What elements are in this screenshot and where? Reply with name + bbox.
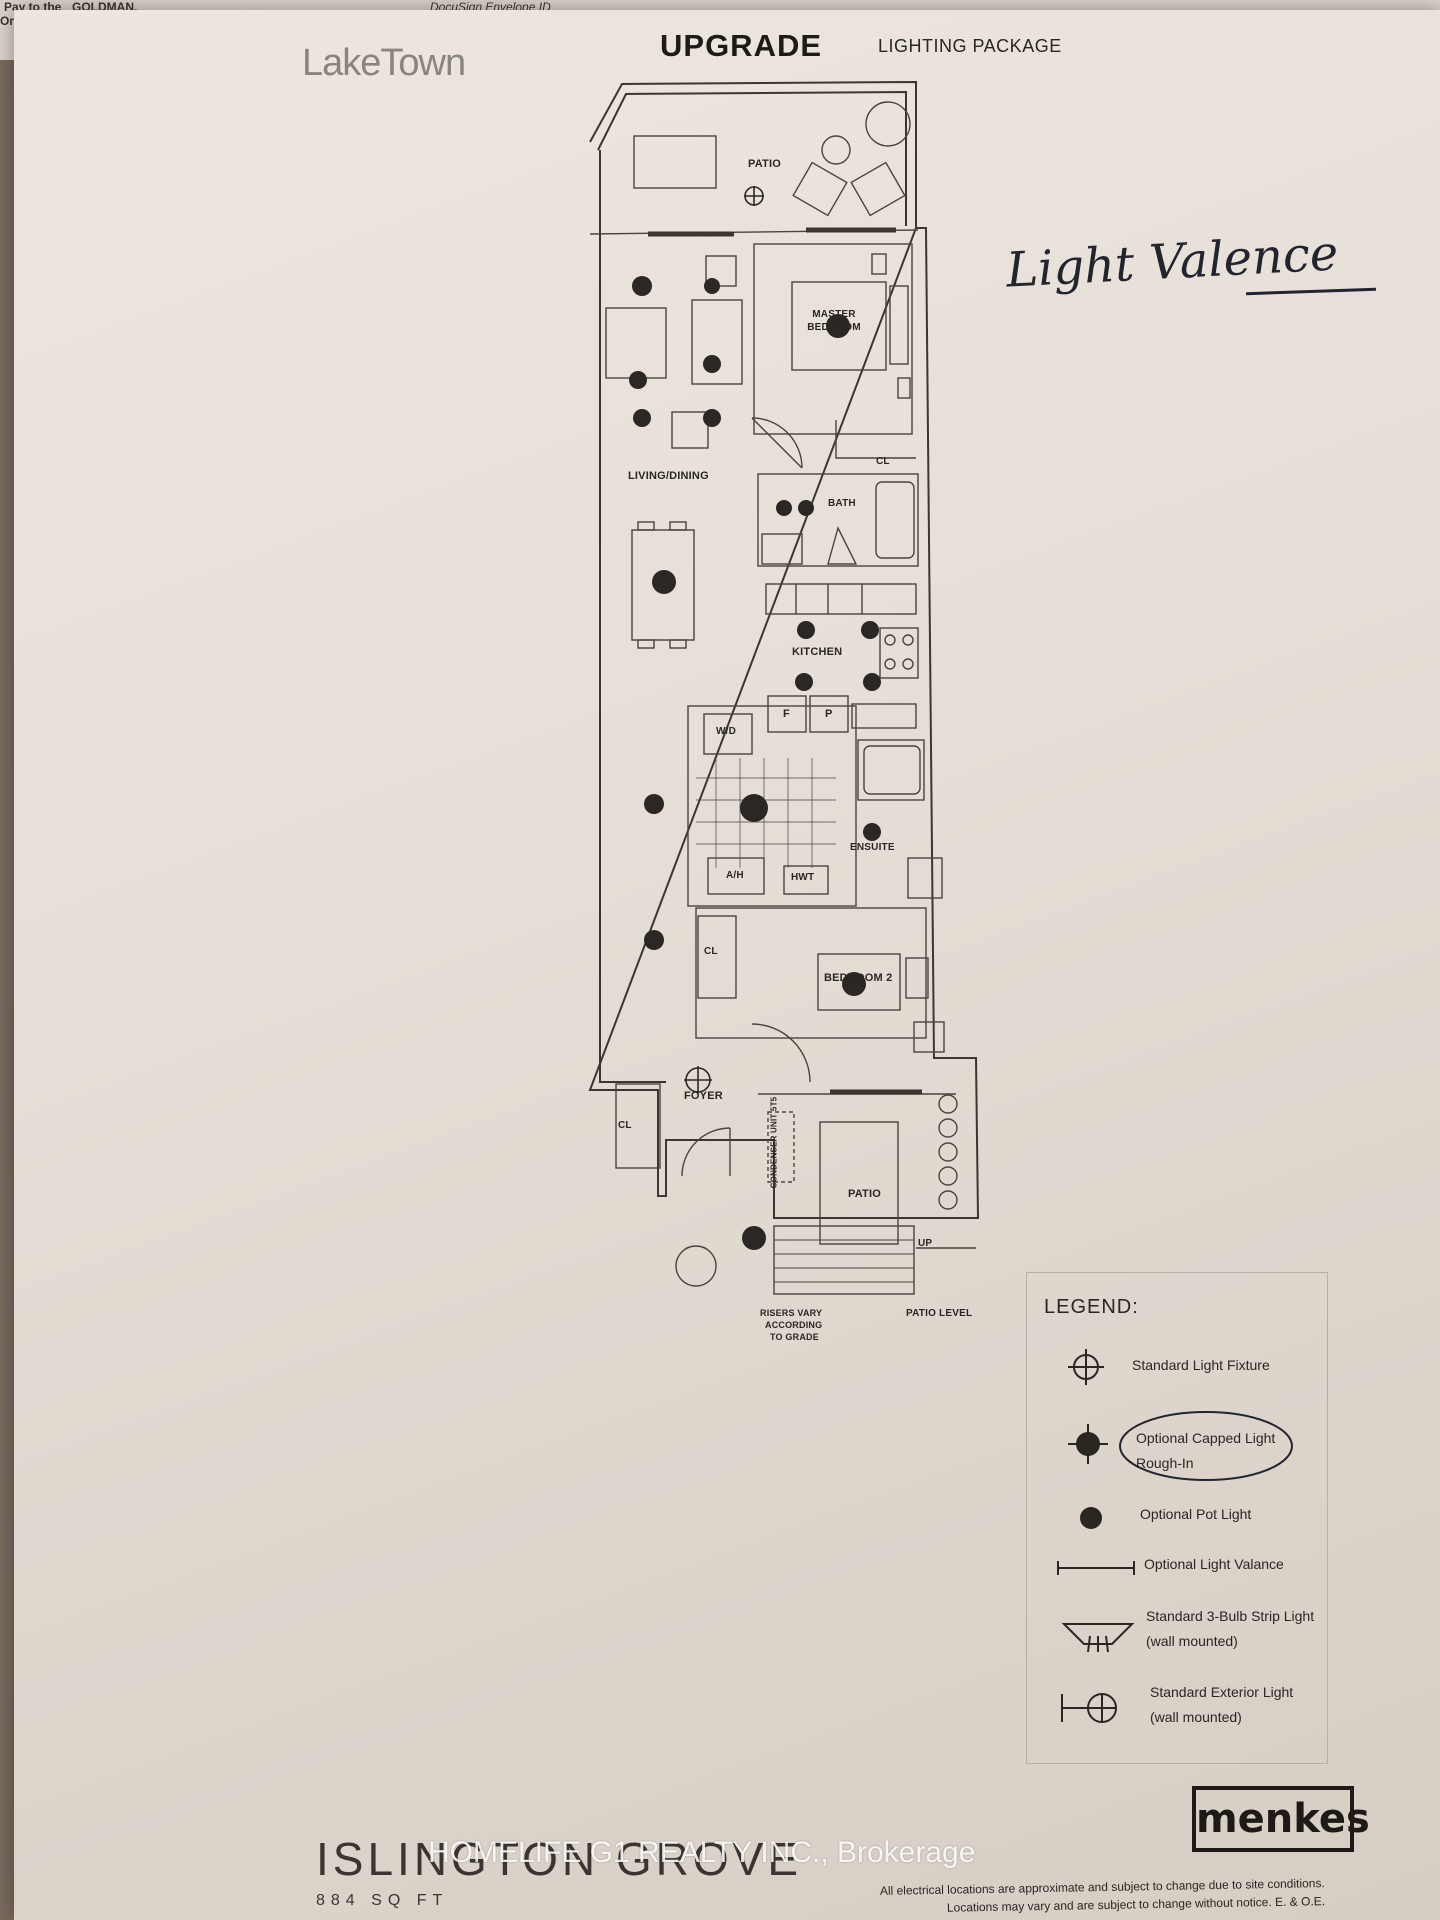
room-label-master-bedroom: MASTER BEDROOM: [807, 309, 861, 333]
room-label-patio-level: PATIO LEVEL: [906, 1308, 973, 1319]
room-label-risers-3: TO GRADE: [770, 1332, 819, 1342]
legend-line: Rough-In: [1136, 1455, 1194, 1471]
room-label-patio-bottom: PATIO: [848, 1188, 881, 1200]
legend-label-exterior-light: Standard Exterior Light (wall mounted): [1150, 1680, 1293, 1730]
page-title: UPGRADE: [660, 28, 823, 63]
legend: [1026, 1272, 1328, 1764]
room-label-living-dining: LIVING/DINING: [628, 470, 709, 482]
room-label-pantry: P: [825, 708, 833, 720]
room-label-up: UP: [918, 1238, 933, 1249]
legend-line: Optional Pot Light: [1140, 1506, 1252, 1522]
pot-light-icon: [1080, 1507, 1102, 1529]
room-label-kitchen: KITCHEN: [792, 646, 843, 658]
room-label-risers-2: ACCORDING: [765, 1320, 823, 1330]
room-label-patio-top: PATIO: [748, 158, 781, 170]
building-name: ISLINGTON GROVE: [316, 1833, 803, 1885]
legend-line: Standard 3-Bulb Strip Light: [1146, 1608, 1315, 1624]
floor-plan-sheet: [14, 10, 1440, 1920]
menkes-logo: menkes: [1192, 1786, 1370, 1852]
legend-line: (wall mounted): [1150, 1709, 1242, 1725]
floor-plan-drawing: [588, 80, 980, 1295]
legend-line: Optional Light Valance: [1144, 1556, 1284, 1572]
unit-square-footage: 884 SQ FT: [316, 1892, 449, 1909]
room-label-condenser: CONDENSER UNIT 5T5: [769, 1096, 779, 1189]
brokerage-watermark: HOMELIFE G1 REALTY INC., Brokerage: [428, 1836, 976, 1869]
room-label-hot-water-tank: HWT: [791, 872, 815, 883]
legend-line: Optional Capped Light: [1136, 1430, 1276, 1446]
legend-line: Standard Light Fixture: [1132, 1357, 1270, 1373]
legend-label-capped-light: Optional Capped Light Rough-In: [1136, 1426, 1275, 1476]
laketown-logo: LakeTown: [302, 42, 466, 84]
legend-line: (wall mounted): [1146, 1633, 1238, 1649]
room-label-cl-bedroom2: CL: [704, 946, 718, 957]
standard-light-fixture-icon: [1068, 1349, 1104, 1385]
room-label-air-handler: A/H: [726, 870, 744, 881]
legend-label-pot-light: Optional Pot Light: [1140, 1502, 1251, 1527]
room-label-ensuite: ENSUITE: [850, 842, 895, 853]
room-label-fridge: F: [783, 708, 790, 720]
legend-title: LEGEND:: [1044, 1296, 1139, 1318]
room-label-foyer: FOYER: [684, 1090, 723, 1102]
legend-label-strip-light: Standard 3-Bulb Strip Light (wall mounte…: [1146, 1604, 1314, 1654]
strip-light-icon: [1061, 1623, 1135, 1653]
room-label-risers-1: RISERS VARY: [760, 1308, 823, 1318]
page-subtitle: LIGHTING PACKAGE: [878, 36, 1062, 56]
legend-label-light-valance: Optional Light Valance: [1144, 1552, 1284, 1577]
light-valance-icon: [1057, 1561, 1135, 1575]
room-label-bedroom2: BEDROOM 2: [824, 972, 893, 984]
room-label-cl-master: CL: [876, 456, 890, 467]
room-label-washer-dryer: W/D: [716, 726, 737, 737]
room-label-cl-foyer: CL: [618, 1120, 632, 1131]
exterior-light-icon: [1061, 1693, 1117, 1723]
capped-light-rough-in-icon: [1068, 1424, 1108, 1464]
room-label-bath: BATH: [828, 498, 856, 509]
legend-label-standard-light: Standard Light Fixture: [1132, 1353, 1270, 1378]
legend-line: Standard Exterior Light: [1150, 1684, 1294, 1700]
hand-drawn-circle-icon: [1119, 1411, 1293, 1481]
